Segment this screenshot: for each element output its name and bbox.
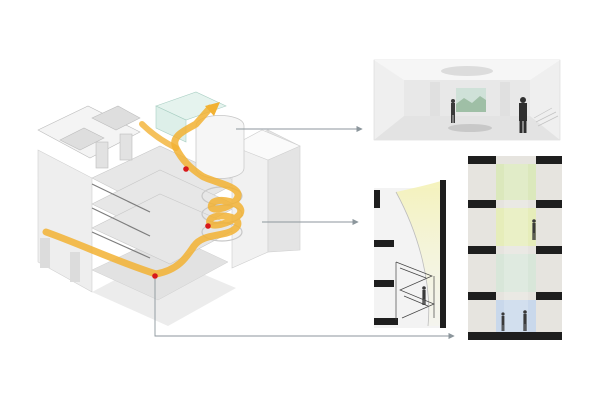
stair-section [374, 180, 446, 328]
section-person-upper [532, 219, 536, 240]
stair-flights [395, 261, 435, 320]
floor-tint-3 [496, 254, 536, 292]
stair-slab-2 [374, 280, 394, 287]
stair-right-wall [440, 180, 446, 328]
left-facade [37, 149, 93, 293]
section-slabs [468, 156, 562, 340]
marker-ground [152, 273, 158, 279]
ceiling-oculus [441, 66, 493, 76]
stair-slab-1 [374, 240, 394, 247]
interior-render [373, 59, 561, 141]
stacked-section [468, 156, 562, 340]
floor-tint-2 [496, 208, 536, 246]
axonometric-model [37, 91, 301, 326]
upper-rooms [37, 105, 141, 169]
connector-to-section [154, 279, 455, 340]
marker-upper [183, 166, 189, 172]
stair-slab-3 [374, 318, 398, 325]
stair-slab-top [374, 190, 380, 208]
floor-slabs [91, 145, 239, 265]
pilotis-mid [70, 252, 80, 282]
tower-side [267, 129, 301, 253]
circulation-path [42, 104, 245, 278]
section-person-lower-right [523, 310, 527, 331]
stair-person [422, 286, 426, 305]
render-person-front [519, 97, 527, 133]
section-person-lower-left [501, 312, 505, 331]
floor-tint-1 [496, 164, 536, 200]
floor-disc [448, 124, 492, 132]
render-person-mid [451, 99, 455, 123]
tower-top [231, 129, 301, 161]
path-direction-arrow [205, 102, 220, 116]
marker-stair [205, 223, 211, 229]
view-markers [152, 166, 211, 279]
pilotis-left [40, 238, 50, 268]
slab-edges [91, 183, 151, 259]
drum-wall [195, 115, 245, 179]
connectors [154, 125, 455, 340]
